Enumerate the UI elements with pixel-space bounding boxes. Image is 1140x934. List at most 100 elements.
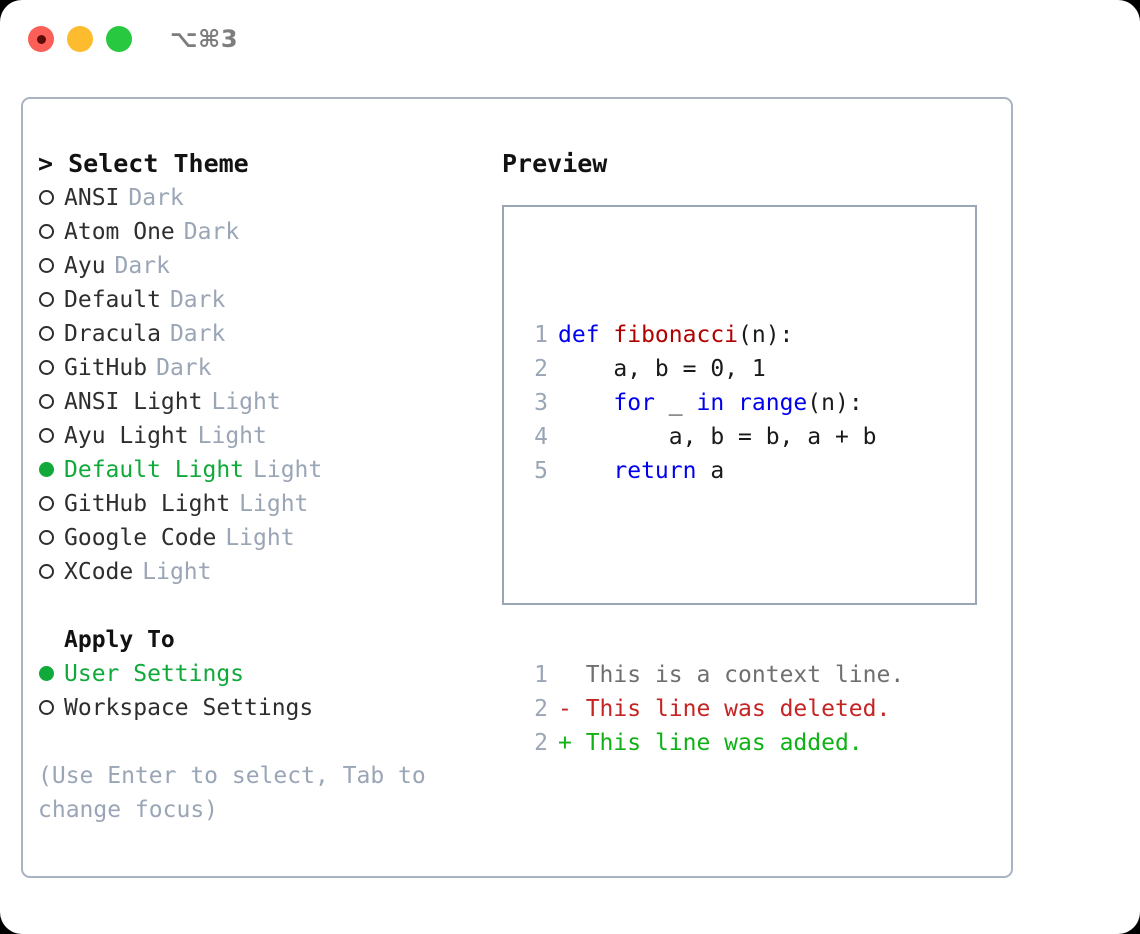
theme-option[interactable]: Default Dark — [38, 283, 478, 317]
radio-empty-icon — [39, 394, 54, 409]
theme-option[interactable]: GitHub Light Light — [38, 487, 478, 521]
theme-option-badge: Dark — [169, 287, 226, 313]
code-token: for — [613, 390, 655, 416]
line-number: 2 — [534, 356, 548, 382]
apply-to-option[interactable]: Workspace Settings — [38, 691, 478, 725]
diff-sign — [558, 658, 586, 692]
theme-option-badge: Light — [239, 491, 309, 517]
window-title: ⌥⌘3 — [170, 25, 239, 53]
theme-option-badge: Dark — [128, 185, 184, 211]
theme-option-badge: Light — [197, 423, 267, 449]
apply-to-option-label: User Settings — [64, 661, 245, 687]
code-line: 4 a, b = b, a + b — [522, 420, 904, 454]
code-line: 2 a, b = 0, 1 — [522, 352, 904, 386]
code-line: 5 return a — [522, 454, 904, 488]
apply-to-heading: Apply To — [64, 627, 175, 653]
theme-option[interactable]: XCode Light — [38, 555, 478, 589]
theme-option-badge: Light — [225, 525, 295, 551]
code-token: a, b = b, a + b — [558, 424, 877, 450]
theme-option-label: Default — [64, 287, 161, 313]
keyboard-hint-text: (Use Enter to select, Tab to change focu… — [38, 763, 440, 823]
line-number: 5 — [534, 458, 548, 484]
hint-spacer — [38, 725, 478, 759]
minimize-button[interactable] — [67, 26, 93, 52]
theme-option[interactable]: ANSI Light Light — [38, 385, 478, 419]
line-number: 3 — [534, 390, 548, 416]
radio-filled-icon — [39, 666, 54, 681]
theme-option-badge: Dark — [169, 321, 226, 347]
theme-option-label: GitHub Light — [64, 491, 231, 517]
theme-option-label: Ayu Light — [64, 423, 189, 449]
diff-sign: + — [558, 730, 586, 756]
diff-text: This is a context line. — [585, 662, 905, 688]
diff-line-number: 2 — [534, 696, 548, 722]
theme-option-badge: Dark — [183, 219, 240, 245]
line-number: 4 — [534, 424, 548, 450]
radio-empty-icon — [39, 360, 54, 375]
close-button[interactable] — [28, 26, 54, 52]
code-diff-gap — [522, 556, 904, 590]
radio-empty-icon — [39, 326, 54, 341]
code-token: return — [613, 458, 697, 484]
line-number: 1 — [534, 322, 548, 348]
code-token — [724, 386, 738, 420]
theme-option-label: XCode — [64, 559, 134, 585]
title-bar: ⌥⌘3 — [0, 0, 1140, 78]
theme-option[interactable]: Dracula Dark — [38, 317, 478, 351]
code-token: (n): — [807, 390, 863, 416]
radio-empty-icon — [39, 700, 54, 715]
zoom-button[interactable] — [106, 26, 132, 52]
traffic-lights — [28, 26, 132, 52]
theme-option-badge: Light — [211, 389, 281, 415]
theme-option[interactable]: ANSI Dark — [38, 181, 478, 215]
theme-option-badge: Dark — [114, 253, 170, 279]
diff-line-number: 2 — [534, 730, 548, 756]
code-token: def — [558, 322, 614, 348]
diff-text: This line was added. — [585, 730, 863, 756]
radio-filled-icon — [39, 462, 54, 477]
theme-option-label: ANSI — [64, 185, 120, 211]
theme-option-label: Default Light — [64, 457, 245, 483]
theme-option-label: Dracula — [64, 321, 161, 347]
radio-empty-icon — [39, 530, 54, 545]
diff-line: 1 This is a context line. — [522, 658, 904, 692]
radio-empty-icon — [39, 190, 54, 205]
radio-empty-icon — [39, 292, 54, 307]
diff-sample: 1 This is a context line.2- This line wa… — [522, 658, 904, 760]
code-token — [558, 454, 613, 488]
theme-option-label: ANSI Light — [64, 389, 203, 415]
code-token — [558, 386, 613, 420]
diff-sign: - — [558, 696, 586, 722]
diff-line: 2- This line was deleted. — [522, 692, 904, 726]
code-token: a, b = 0, 1 — [558, 356, 766, 382]
preview-column: Preview 1 def fibonacci (n): 2 a, b = 0, 1 3… — [502, 147, 1002, 756]
select-theme-heading: > Select Theme — [38, 149, 249, 178]
theme-option-badge: Light — [142, 559, 212, 585]
theme-option-label: Google Code — [64, 525, 217, 551]
preview-heading: Preview — [502, 149, 608, 178]
radio-empty-icon — [39, 496, 54, 511]
code-token: fibonacci — [613, 322, 739, 348]
code-token: _ — [654, 390, 697, 416]
theme-option[interactable]: Ayu Light Light — [38, 419, 478, 453]
apply-to-option-label: Workspace Settings — [64, 695, 314, 721]
apply-to-option[interactable]: User Settings — [38, 657, 478, 691]
diff-line: 2 + This line was added. — [522, 726, 904, 760]
theme-option[interactable]: Google Code Light — [38, 521, 478, 555]
radio-empty-icon — [39, 224, 54, 239]
diff-text: This line was deleted. — [585, 696, 891, 722]
